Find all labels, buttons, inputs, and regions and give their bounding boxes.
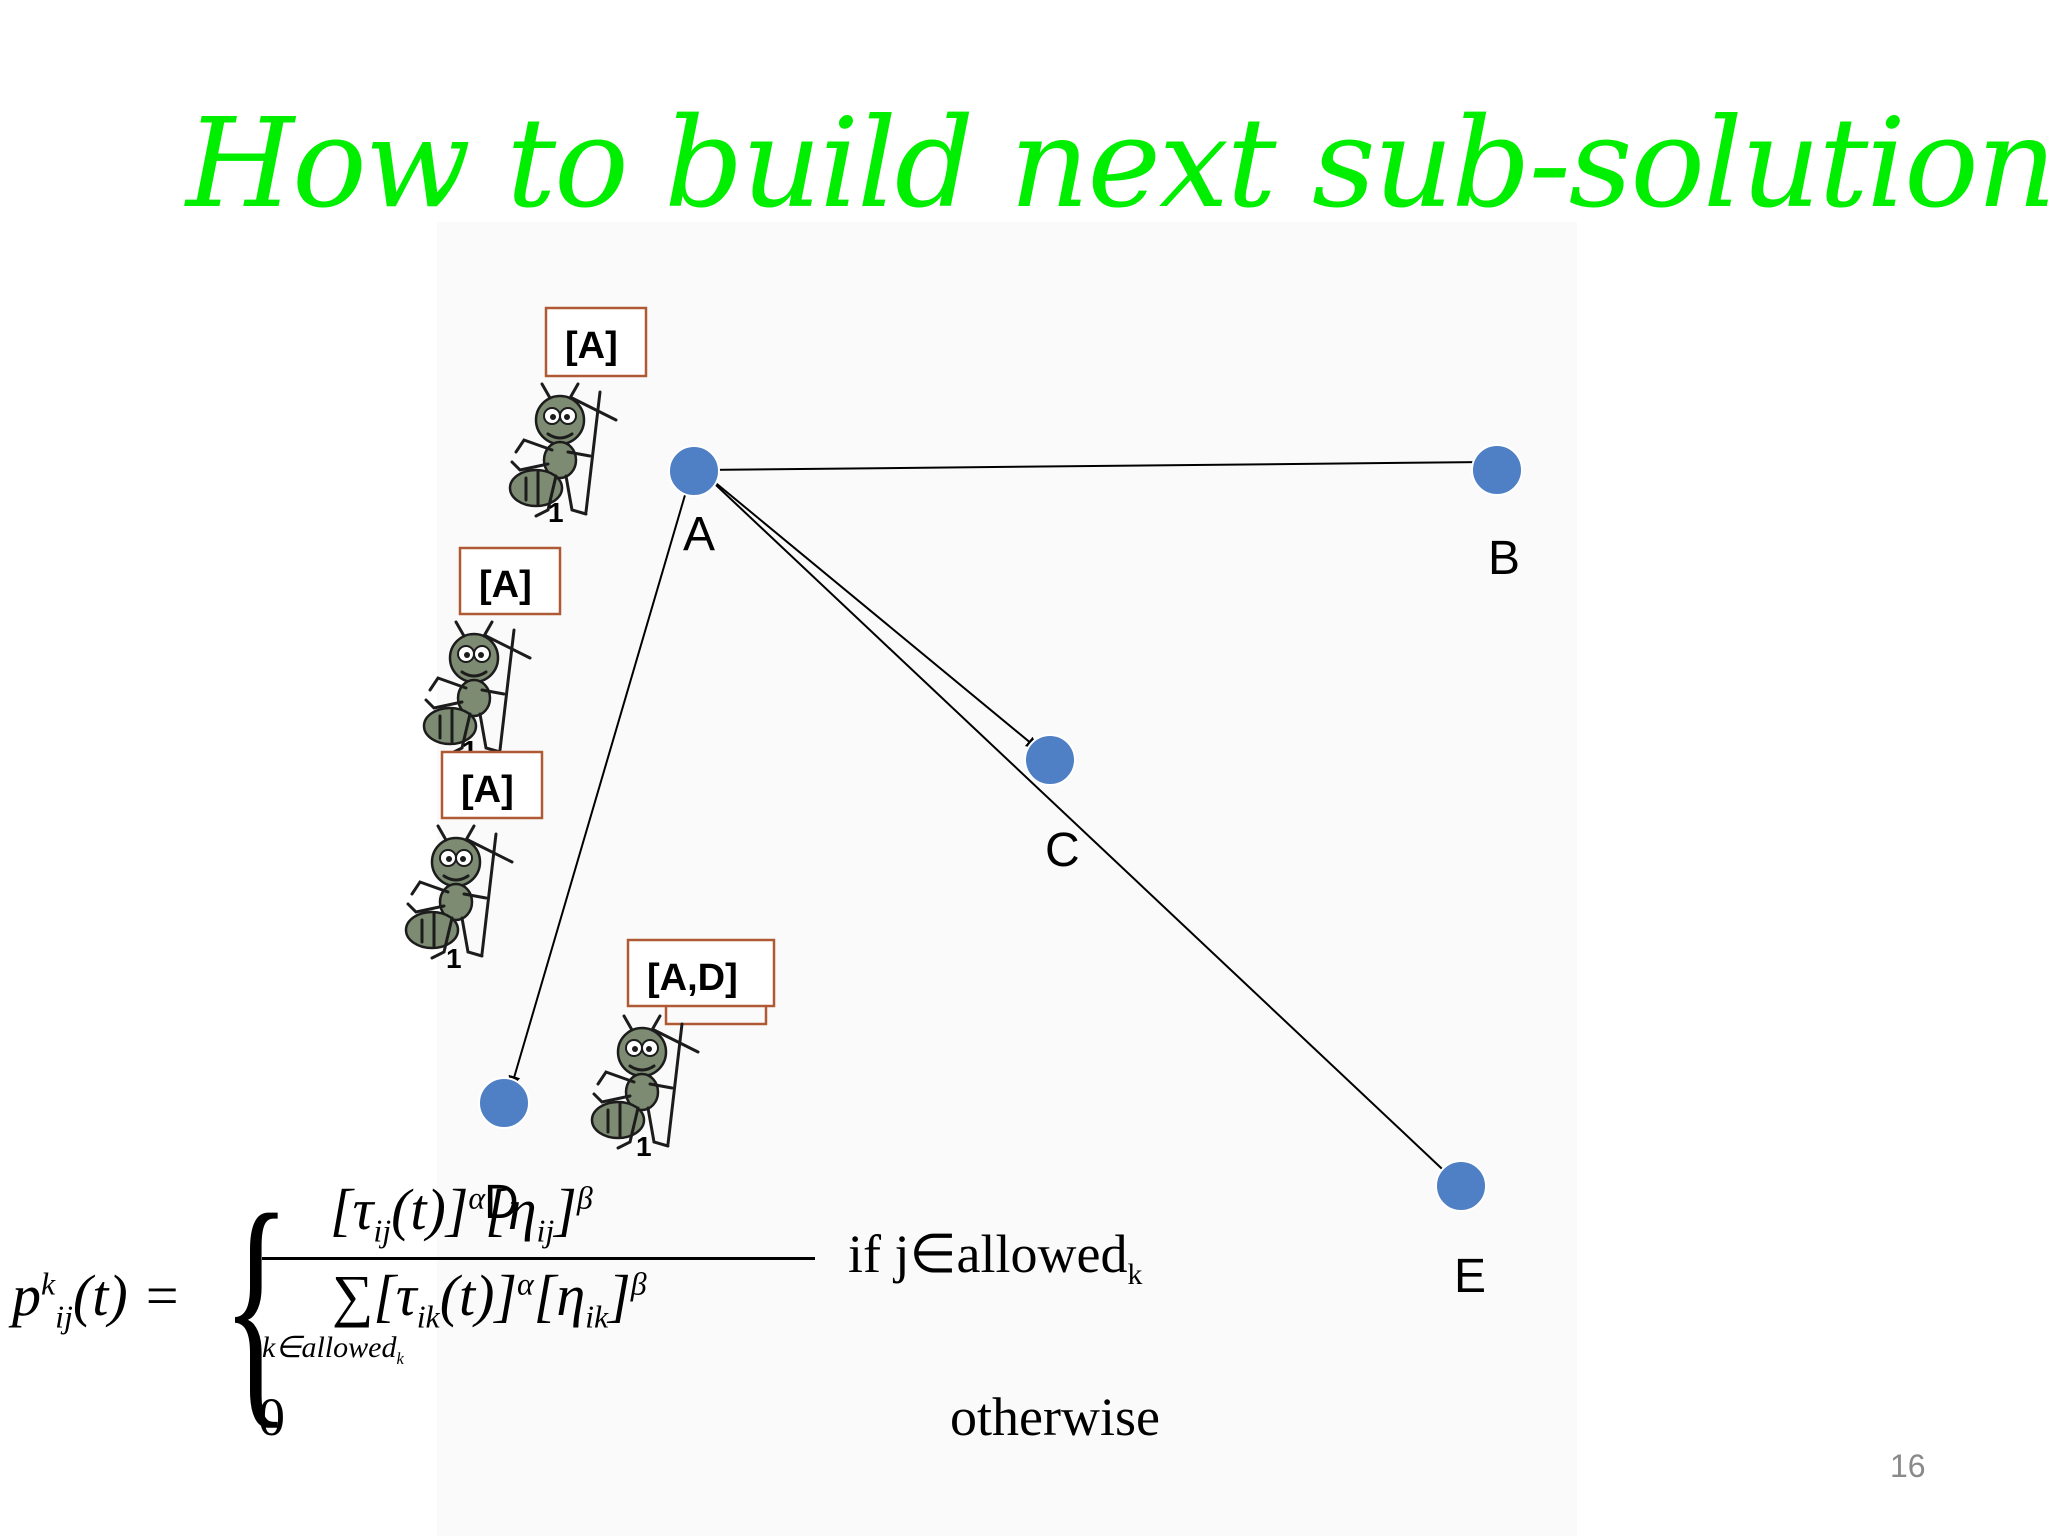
tabu-list-label: [A,D] — [647, 957, 738, 999]
edge-a-b — [699, 456, 1489, 471]
tabu-list-label: [A] — [461, 769, 514, 811]
diagram-panel — [437, 222, 1577, 1536]
ant-icon — [590, 1014, 700, 1150]
formula-condition-if: if j∈allowedk — [848, 1222, 1142, 1292]
ant-group-4: [A,D] 1 — [590, 938, 776, 1162]
slide-number: 16 — [1890, 1448, 1926, 1484]
edge-a-c — [699, 469, 1039, 750]
node-a — [668, 445, 720, 497]
tabu-list-box — [544, 306, 648, 378]
sum-subscript-k: k — [396, 1349, 404, 1368]
node-e — [1435, 1160, 1487, 1212]
tabu-list-label: [A] — [479, 564, 532, 606]
transition-probability-formula: pkij(t) = { [τij(t)]α[ηij]β ∑[τik(t)]α[η… — [0, 1170, 1240, 1460]
formula-otherwise: otherwise — [950, 1387, 1160, 1447]
ant-icon — [404, 824, 514, 960]
ant-group-3: [A] 1 — [404, 750, 544, 974]
node-label-c: C — [1045, 824, 1080, 877]
tabu-list-box — [440, 750, 544, 820]
node-b — [1471, 444, 1523, 496]
ant-number: 1 — [548, 497, 564, 528]
tabu-list-box — [458, 546, 562, 616]
formula-sum-subscript: k∈allowedk — [262, 1330, 404, 1369]
sum-subscript-text: k∈allowed — [262, 1331, 397, 1364]
formula-numerator: [τij(t)]α[ηij]β — [330, 1177, 593, 1249]
formula-zero: 0 — [258, 1387, 285, 1447]
condition-if-sub: k — [1127, 1258, 1143, 1291]
edge-a-d — [508, 477, 691, 1089]
node-d — [478, 1077, 530, 1129]
node-label-b: B — [1488, 532, 1520, 585]
ant-number: 1 — [446, 943, 462, 974]
slide-title: How to build next sub-solution? — [186, 92, 2048, 236]
formula-fraction-bar — [262, 1257, 815, 1260]
ant-group-1: [A] 1 — [508, 306, 648, 528]
formula-brace: { — [222, 1162, 291, 1450]
node-c — [1024, 734, 1076, 786]
tabu-list-box — [626, 938, 776, 1008]
condition-if-text: if j∈allowed — [848, 1224, 1128, 1284]
node-label-e: E — [1454, 1250, 1486, 1303]
node-label-a: A — [683, 508, 715, 561]
tabu-list-label: [A] — [565, 325, 618, 367]
ant-number: 1 — [636, 1131, 652, 1162]
ant-group-2: [A] 1 — [422, 546, 562, 766]
node-label-d: D — [484, 1176, 519, 1229]
edge-a-e — [699, 469, 1457, 1183]
formula-lhs: pkij(t) = — [12, 1263, 182, 1335]
formula-denominator: ∑[τik(t)]α[ηik]β — [332, 1263, 647, 1335]
